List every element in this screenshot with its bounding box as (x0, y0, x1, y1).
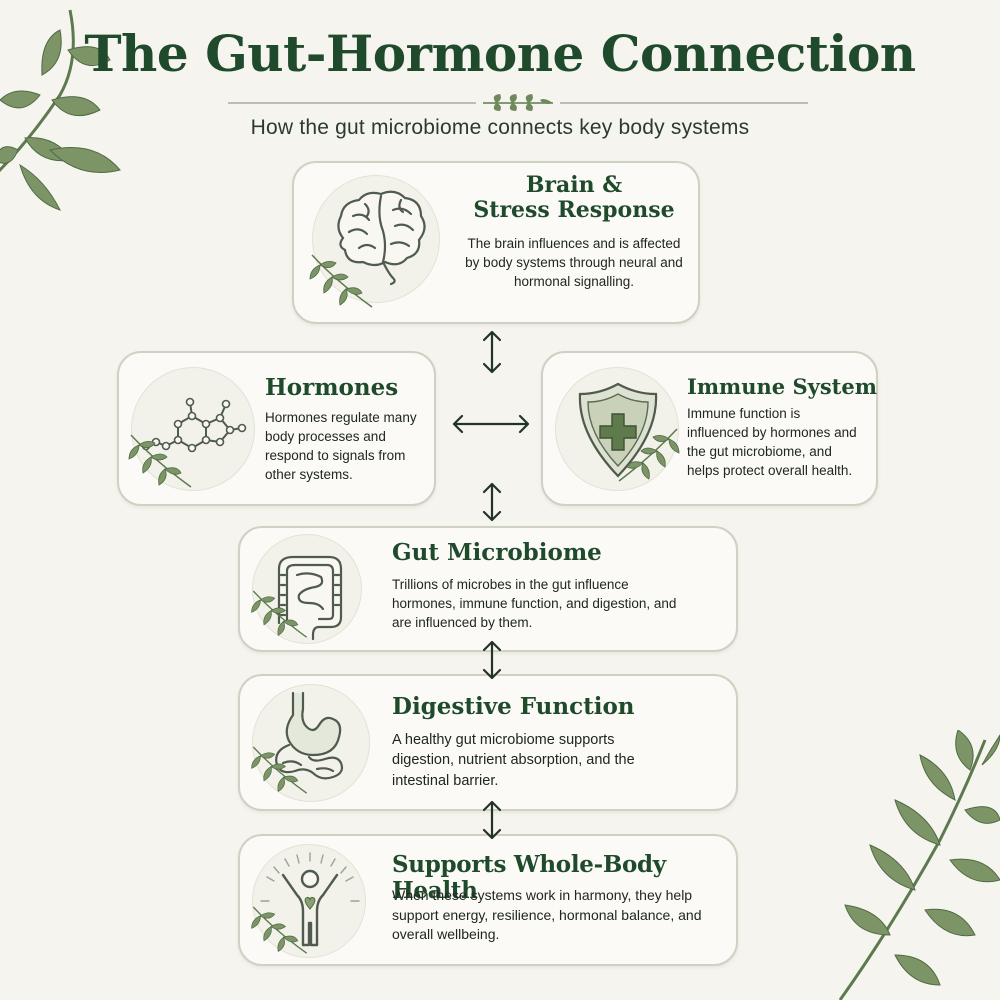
hormones-title: Hormones (265, 374, 399, 401)
leaf-sprig-icon (128, 434, 192, 488)
leaf-sprig-icon (251, 590, 308, 638)
corner-leaves-bottom-right (838, 730, 1000, 1000)
health-card: Supports Whole-Body Health When these sy… (238, 834, 738, 966)
brain-card: Brain & Stress Response The brain influe… (292, 161, 700, 324)
health-icon-circle (252, 844, 366, 958)
page-subtitle: How the gut microbiome connects key body… (250, 116, 750, 139)
leaf-sprig-icon (251, 746, 308, 794)
arrow-center-to-gut (482, 482, 502, 522)
brain-icon-circle (312, 175, 440, 303)
brain-title-line2: Stress Response (473, 197, 675, 224)
digestive-description: A healthy gut microbiome supports digest… (392, 732, 635, 789)
gut-icon-circle (252, 534, 362, 644)
molecule-icon (141, 397, 247, 453)
hormones-icon-circle (131, 367, 255, 491)
shield-cross-icon (578, 382, 658, 478)
immune-description: Immune function is influenced by hormone… (687, 406, 857, 478)
brain-title: Brain & Stress Response (464, 172, 684, 224)
leaf-sprig-icon (618, 428, 680, 482)
brain-icon (337, 190, 426, 286)
corner-leaves-top-left (0, 9, 121, 211)
leaf-sprig-icon (251, 906, 308, 954)
hormones-card: Hormones Hormones regulate many body pro… (117, 351, 436, 506)
brain-description: The brain influences and is affected by … (465, 236, 683, 289)
page-title: The Gut-Hormone Connection (84, 24, 916, 83)
health-description: When these systems work in harmony, they… (392, 887, 702, 943)
digestive-title: Digestive Function (392, 693, 635, 720)
immune-icon-circle (555, 367, 679, 491)
gut-card: Gut Microbiome Trillions of microbes in … (238, 526, 738, 652)
immune-title: Immune System (687, 374, 877, 399)
brain-title-line1: Brain & (525, 172, 623, 198)
digestive-card: Digestive Function A healthy gut microbi… (238, 674, 738, 811)
intestine-icon (277, 555, 343, 641)
gut-title: Gut Microbiome (392, 539, 602, 566)
immune-card: Immune System Immune function is influen… (541, 351, 878, 506)
health-title: Supports Whole-Body Health (392, 851, 666, 905)
stomach-icon (275, 691, 344, 780)
arrow-digestive-to-health (482, 800, 502, 840)
arrow-hormones-immune (452, 414, 530, 434)
arrow-brain-to-center (482, 330, 502, 374)
hormones-description: Hormones regulate many body processes an… (265, 410, 417, 482)
gut-description: Trillions of microbes in the gut influen… (392, 577, 677, 630)
person-heart-icon (260, 852, 360, 947)
digestive-icon-circle (252, 684, 370, 802)
title-divider (228, 94, 808, 111)
leaf-sprig-icon (309, 254, 373, 308)
arrow-gut-to-digestive (482, 640, 502, 680)
